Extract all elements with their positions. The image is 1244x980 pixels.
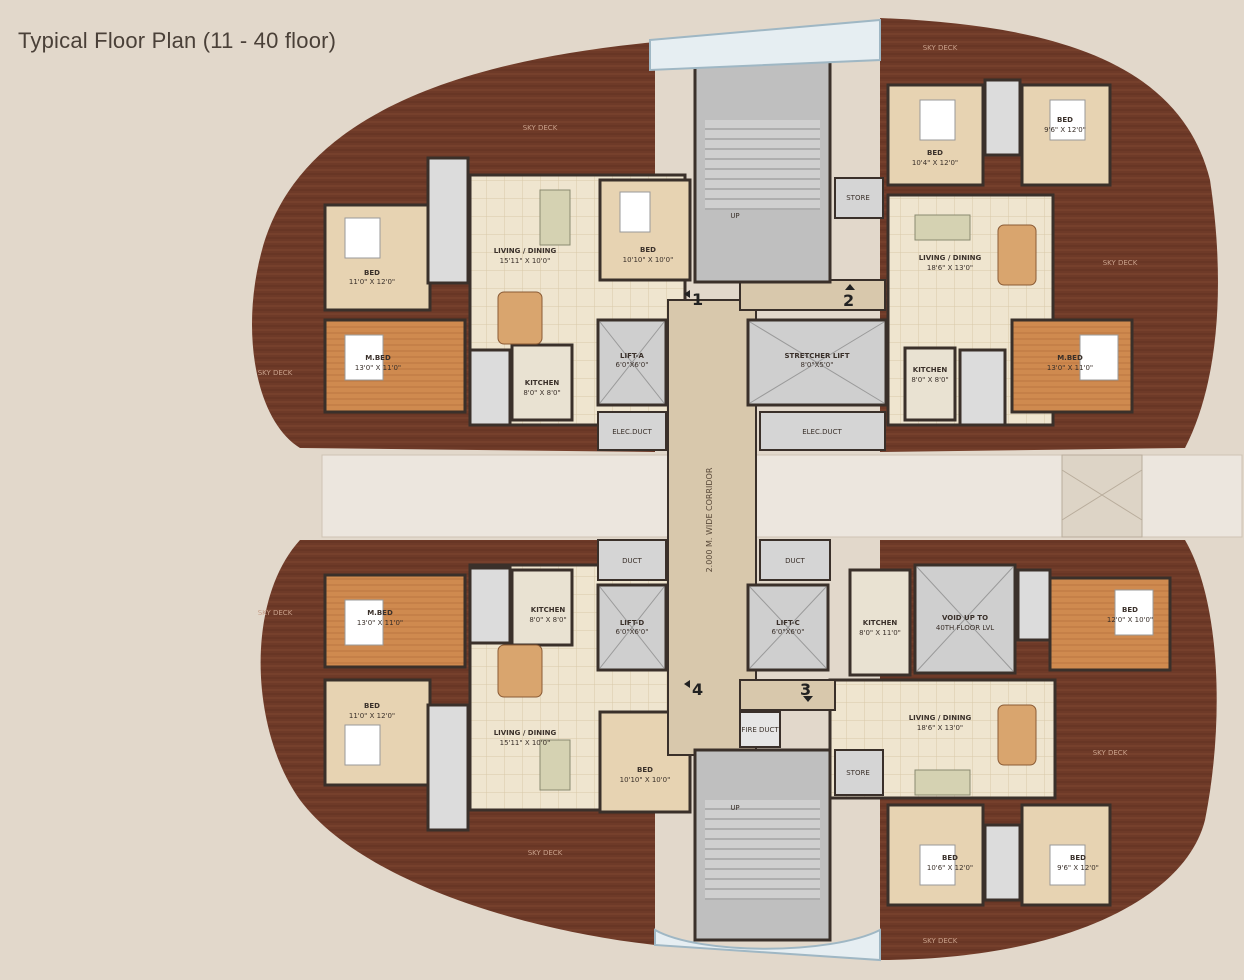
flat3-bed2-name: BED xyxy=(1070,854,1086,862)
flat4-living-dim: 15'11" X 10'0" xyxy=(500,739,551,747)
flat1-mbed-dim: 13'0" X 11'0" xyxy=(355,364,401,372)
lift-a-dim: 6'0"X6'0" xyxy=(616,361,649,369)
lift-stretcher-dim: 8'0"X5'0" xyxy=(801,361,834,369)
duct-left xyxy=(597,539,667,581)
flat4-toilet2 xyxy=(468,566,512,645)
corridor-label: 2.000 M. WIDE CORRIDOR xyxy=(705,467,714,572)
duct-right-label: DUCT xyxy=(785,557,805,565)
flat3-living-dim: 18'6" X 13'0" xyxy=(917,724,963,732)
flat3-kitchen xyxy=(848,568,912,677)
stair-up-label-2: UP xyxy=(730,804,739,812)
flat1-bed2-dim: 10'10" X 10'0" xyxy=(623,256,674,264)
flat1-living-dim: 15'11" X 10'0" xyxy=(500,257,551,265)
flat2-toilet2 xyxy=(958,348,1007,427)
flat1-living-name: LIVING / DINING xyxy=(494,247,557,255)
flat3-bed3-dim: 12'0" X 10'0" xyxy=(1107,616,1153,624)
page-title: Typical Floor Plan (11 - 40 floor) xyxy=(18,28,337,53)
flat1-kitchen-dim: 8'0" X 8'0" xyxy=(523,389,560,397)
flat3-bed2-dim: 9'6" X 12'0" xyxy=(1057,864,1099,872)
flat2-mbed-name: M.BED xyxy=(1057,354,1083,362)
elec-duct-left xyxy=(597,411,667,451)
sky-deck-label-2: SKY DECK xyxy=(258,369,293,377)
flat4-mbed-name: M.BED xyxy=(367,609,393,617)
flat-marker-3: 3 xyxy=(800,680,811,699)
sky-deck-label-6: SKY DECK xyxy=(528,849,563,857)
flat3-kitchen-dim: 8'0" X 11'0" xyxy=(859,629,901,637)
lift-c-name: LIFT-C xyxy=(776,619,800,627)
sky-deck-label-4: SKY DECK xyxy=(1103,259,1138,267)
flat1-bed2-name: BED xyxy=(640,246,656,254)
flat1-toilet2 xyxy=(468,348,512,427)
flat4-living-name: LIVING / DINING xyxy=(494,729,557,737)
flat2-bed-name: BED xyxy=(927,149,943,157)
sky-deck-label-7: SKY DECK xyxy=(1093,749,1128,757)
flat1-toilet xyxy=(426,156,470,285)
elec-duct-right xyxy=(759,411,886,451)
flat1-bed-dim: 11'0" X 12'0" xyxy=(349,278,395,286)
corridor-upper-right xyxy=(739,279,886,311)
flat4-mbed-dim: 13'0" X 11'0" xyxy=(357,619,403,627)
flat2-living-name: LIVING / DINING xyxy=(919,254,982,262)
flat-marker-2: 2 xyxy=(843,291,854,310)
void-name: VOID UP TO xyxy=(942,614,988,622)
flat4-kitchen xyxy=(510,568,574,647)
flat2-toilet xyxy=(983,78,1022,157)
flat1-bed-name: BED xyxy=(364,269,380,277)
sky-deck-label-8: SKY DECK xyxy=(923,937,958,945)
void-sub: 40TH FLOOR LVL xyxy=(936,624,994,632)
flat2-bed2-name: BED xyxy=(1057,116,1073,124)
elec-duct-left-label: ELEC.DUCT xyxy=(612,428,652,436)
flat3-bed3-name: BED xyxy=(1122,606,1138,614)
flat4-bed2-dim: 10'10" X 10'0" xyxy=(620,776,671,784)
elec-duct-right-label: ELEC.DUCT xyxy=(802,428,842,436)
duct-right xyxy=(759,539,831,581)
fire-duct-label: FIRE DUCT xyxy=(741,726,779,734)
flat3-living-name: LIVING / DINING xyxy=(909,714,972,722)
flat3-kitchen-name: KITCHEN xyxy=(863,619,898,627)
flat2-kitchen-dim: 8'0" X 8'0" xyxy=(911,376,948,384)
lift-d-dim: 6'0"X6'0" xyxy=(616,628,649,636)
flat3-bed-name: BED xyxy=(942,854,958,862)
flat3-store xyxy=(834,749,884,796)
flat-marker-1: 1 xyxy=(692,290,703,309)
flat1-kitchen-name: KITCHEN xyxy=(525,379,560,387)
flat4-bed2-name: BED xyxy=(637,766,653,774)
lift-a-name: LIFT-A xyxy=(620,352,644,360)
flat4-bed-dim: 11'0" X 12'0" xyxy=(349,712,395,720)
flat3-toilet xyxy=(1016,568,1052,642)
flat4-kitchen-name: KITCHEN xyxy=(531,606,566,614)
flat2-mbed-dim: 13'0" X 11'0" xyxy=(1047,364,1093,372)
flat4-toilet xyxy=(426,703,470,832)
flat2-store-label: STORE xyxy=(846,194,870,202)
fire-duct xyxy=(739,711,781,748)
flat2-store xyxy=(834,177,884,219)
sky-deck-label-3: SKY DECK xyxy=(923,44,958,52)
flat3-store-label: STORE xyxy=(846,769,870,777)
flat1-kitchen xyxy=(510,343,574,422)
flat4-kitchen-dim: 8'0" X 8'0" xyxy=(529,616,566,624)
flat2-kitchen-name: KITCHEN xyxy=(913,366,948,374)
flat2-bed2-dim: 9'6" X 12'0" xyxy=(1044,126,1086,134)
duct-left-label: DUCT xyxy=(622,557,642,565)
flat2-kitchen xyxy=(903,346,957,422)
lift-c-dim: 6'0"X6'0" xyxy=(772,628,805,636)
flat4-bed-name: BED xyxy=(364,702,380,710)
lift-d-name: LIFT-D xyxy=(620,619,644,627)
sky-deck-label-1: SKY DECK xyxy=(523,124,558,132)
flat-marker-4: 4 xyxy=(692,680,703,699)
stair-up-label-1: UP xyxy=(730,212,739,220)
flat3-toilet2 xyxy=(983,823,1022,902)
flat1-mbed-name: M.BED xyxy=(365,354,391,362)
flat2-living-dim: 18'6" X 13'0" xyxy=(927,264,973,272)
flat2-bed-dim: 10'4" X 12'0" xyxy=(912,159,958,167)
corridor-lower-right xyxy=(739,679,836,711)
flat3-bed-dim: 10'6" X 12'0" xyxy=(927,864,973,872)
lift-stretcher-name: STRETCHER LIFT xyxy=(785,352,850,360)
sky-deck-label-5: SKY DECK xyxy=(258,609,293,617)
